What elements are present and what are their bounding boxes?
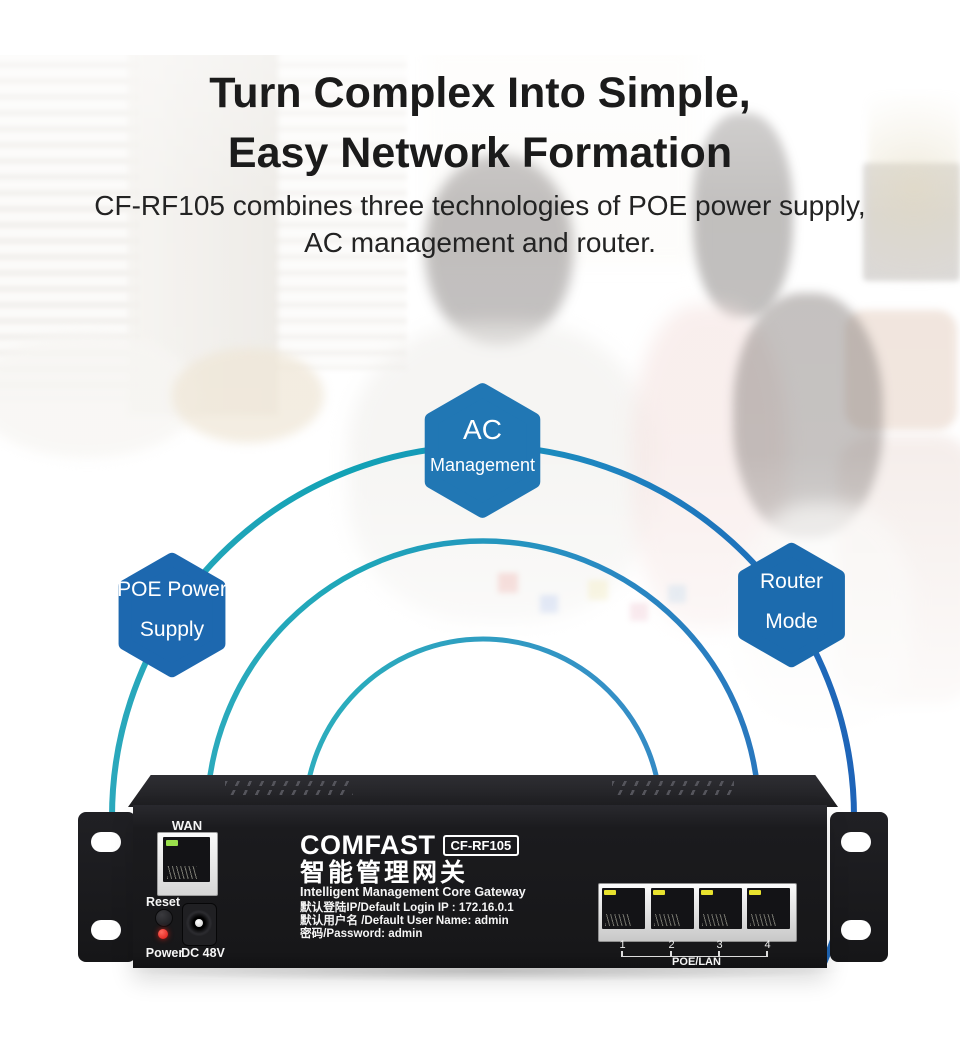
subtitle-line-1: CF-RF105 combines three technologies of … <box>94 190 866 221</box>
hexagon-shape <box>738 542 845 668</box>
power-led-red <box>158 929 168 939</box>
product-name-cn: 智能管理网关 <box>300 859 469 887</box>
lan-port-block <box>598 883 797 942</box>
port-number-3: 3 <box>716 939 723 951</box>
hexagon-shape <box>118 552 226 678</box>
port-led-yellow <box>653 890 665 895</box>
feature-poe-line1: POE Power <box>117 578 227 601</box>
default-ip-line: 默认登陆IP/Default Login IP : 172.16.0.1 <box>300 901 514 914</box>
lan-port-pins <box>750 914 776 926</box>
mount-hole <box>91 920 121 940</box>
title-line-1: Turn Complex Into Simple, <box>209 69 751 117</box>
feature-hexagon-router: Router Mode <box>729 541 854 669</box>
hexagon-shape <box>424 383 541 518</box>
lan-port-4 <box>747 888 790 929</box>
lan-port-3 <box>699 888 742 929</box>
mount-ear-right <box>830 812 888 962</box>
mount-hole <box>91 832 121 852</box>
dc-power-jack <box>182 903 217 946</box>
mount-ear-left <box>78 812 136 962</box>
vent-slots-right <box>612 781 734 798</box>
wan-port-jack <box>163 837 210 882</box>
lan-port-pins <box>654 914 680 926</box>
dc-jack-pin <box>195 919 203 927</box>
feature-router-line2: Mode <box>765 610 818 633</box>
lan-port-pins <box>605 914 631 926</box>
feature-ac-line1: AC <box>463 414 502 445</box>
feature-hexagon-poe: POE Power Supply <box>110 551 234 679</box>
subtitle-line-2: AC management and router. <box>304 227 656 258</box>
wan-port <box>157 832 218 896</box>
reset-label: Reset <box>145 895 181 909</box>
feature-ac-line2: Management <box>429 455 536 475</box>
bracket-tick <box>766 951 768 957</box>
product-name-en: Intelligent Management Core Gateway <box>300 885 526 899</box>
lan-port-pins <box>702 914 728 926</box>
port-number-4: 4 <box>764 939 771 951</box>
mount-hole <box>841 920 871 940</box>
title-line-2: Easy Network Formation <box>227 129 733 177</box>
port-led-yellow <box>701 890 713 895</box>
password-line: 密码/Password: admin <box>300 927 423 940</box>
vent-slots-left <box>225 781 353 798</box>
port-number-2: 2 <box>668 939 675 951</box>
bracket-tick <box>669 951 672 957</box>
device-top-panel <box>128 775 838 807</box>
feature-hexagon-ac: AC Management <box>419 381 546 520</box>
lan-port-1 <box>602 888 645 929</box>
port-led-yellow <box>604 890 616 895</box>
wan-led-green <box>166 840 178 846</box>
dc-voltage-label: DC 48V <box>181 946 225 960</box>
brand-row: COMFAST CF-RF105 <box>300 830 520 861</box>
port-led-yellow <box>749 890 761 895</box>
brand-logo: COMFAST <box>300 830 436 860</box>
wan-port-pins <box>167 866 197 879</box>
default-user-line: 默认用户名 /Default User Name: admin <box>300 914 509 927</box>
reset-button <box>155 909 173 927</box>
feature-router-line1: Router <box>759 570 824 593</box>
bracket-tick <box>718 951 720 957</box>
bracket-tick <box>621 951 623 957</box>
model-badge: CF-RF105 <box>442 835 520 856</box>
mount-hole <box>841 832 871 852</box>
power-label: Power <box>145 946 184 960</box>
wan-label: WAN <box>171 818 203 833</box>
lan-port-2 <box>651 888 694 929</box>
port-group-bracket <box>621 951 768 957</box>
feature-poe-line2: Supply <box>139 618 205 641</box>
port-number-1: 1 <box>619 939 626 951</box>
bracket-line <box>621 956 768 957</box>
poe-lan-label: POE/LAN <box>672 956 721 968</box>
